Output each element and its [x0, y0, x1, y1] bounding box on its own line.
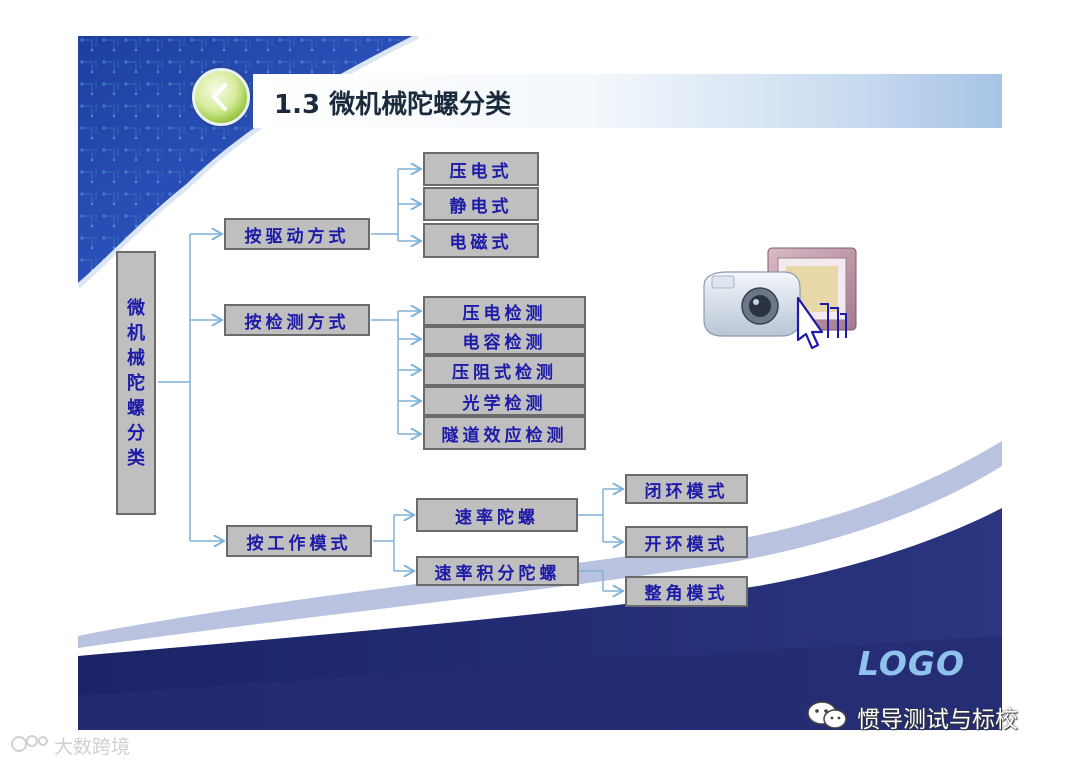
platform-watermark: 大数跨境: [54, 736, 131, 758]
node-piezoelectric: 压电式: [423, 152, 539, 186]
root-node-char: 螺: [127, 397, 145, 419]
node-whole-angle: 整角模式: [625, 576, 748, 607]
node-rate-gyro: 速率陀螺: [416, 498, 578, 532]
root-node-char: 类: [127, 447, 145, 469]
root-node: 微机械陀螺分类: [116, 251, 156, 515]
branch-detect-mode: 按检测方式: [224, 304, 370, 336]
slide-title: 1.3 微机械陀螺分类: [274, 90, 512, 120]
wechat-account-watermark: 惯导测试与标校: [857, 707, 1018, 733]
root-node-char: 陀: [127, 372, 145, 394]
back-arrow-icon: [212, 83, 227, 111]
node-optical-detect: 光学检测: [423, 386, 586, 416]
node-electromagnetic: 电磁式: [423, 223, 539, 258]
root-node-char: 械: [127, 347, 145, 369]
slide: 1.3 微机械陀螺分类: [78, 36, 1002, 730]
root-node-char: 机: [127, 322, 145, 344]
logo-text: LOGO: [858, 644, 966, 683]
branch-work-mode: 按工作模式: [226, 525, 372, 557]
back-button[interactable]: [192, 68, 250, 126]
node-open-loop: 开环模式: [625, 526, 748, 558]
camera-hand-icon: [703, 247, 857, 350]
branch-drive-mode: 按驱动方式: [224, 218, 370, 250]
platform-logo-icon: [11, 735, 48, 752]
node-piezoresistive-detect: 压阻式检测: [423, 355, 586, 386]
node-piezo-detect: 压电检测: [423, 296, 586, 326]
node-tunnel-detect: 隧道效应检测: [423, 416, 586, 450]
node-capacitive-detect: 电容检测: [423, 326, 586, 355]
diagram-connectors: [158, 36, 1002, 730]
wechat-icon: [807, 701, 847, 729]
root-node-label: 微机械陀螺分类: [127, 296, 145, 471]
root-node-char: 分: [127, 422, 145, 444]
title-bar: [253, 74, 1002, 128]
node-electrostatic: 静电式: [423, 187, 539, 221]
root-node-char: 微: [127, 297, 145, 319]
node-closed-loop: 闭环模式: [625, 474, 748, 504]
node-rate-integrating-gyro: 速率积分陀螺: [416, 556, 579, 586]
